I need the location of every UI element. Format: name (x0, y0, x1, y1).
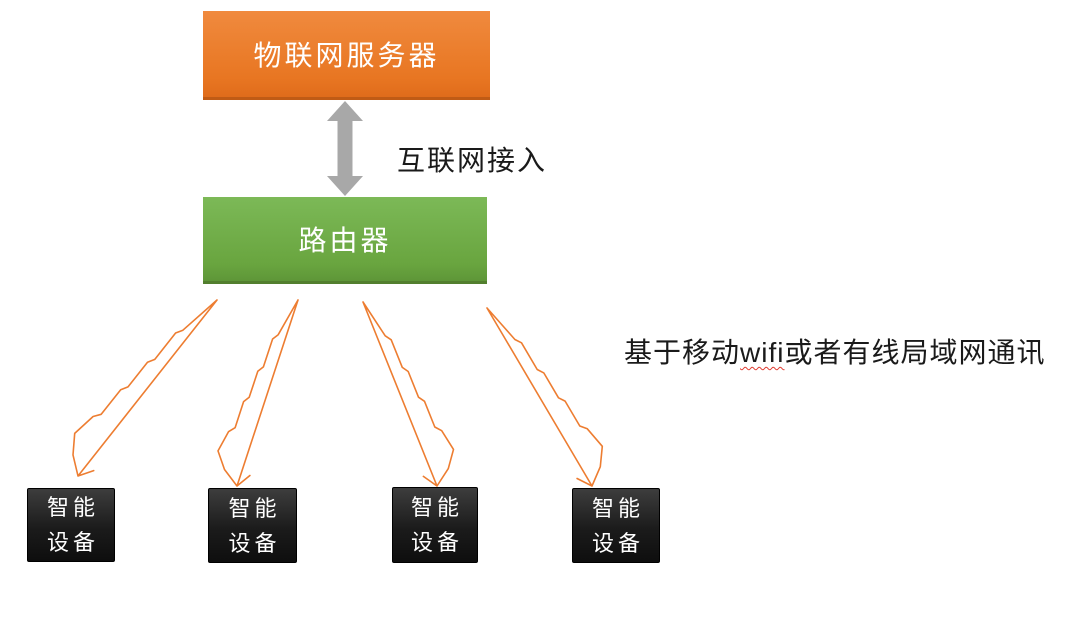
lan-communication-note: 基于移动wifi或者有线局域网通讯 (624, 331, 1045, 371)
smart-device-3-label-line1: 智能 (410, 495, 463, 520)
internet-updown-arrow-icon (327, 101, 363, 196)
smart-device-2-label-line2: 设备 (228, 530, 281, 556)
internet-access-label: 互联网接入 (397, 145, 548, 176)
smart-device-box-4: 智能 设备 (572, 488, 660, 563)
router-box: 路由器 (203, 197, 487, 284)
lan-note-wifi-word: wifi (740, 337, 785, 368)
lightning-connector-2-icon (217, 299, 299, 487)
lightning-connector-1-icon (72, 299, 218, 477)
smart-device-4-label-line2: 设备 (591, 530, 644, 556)
smart-device-2-label-line1: 智能 (228, 495, 281, 521)
smart-device-3-label-line2: 设备 (410, 530, 463, 555)
smart-device-4-label-line1: 智能 (591, 495, 644, 521)
lan-note-suffix: 或者有线局域网通讯 (784, 337, 1046, 368)
router-label: 路由器 (298, 225, 392, 256)
smart-device-1-label-line2: 设备 (46, 530, 99, 555)
smart-device-box-2: 智能 设备 (208, 488, 297, 563)
lan-note-prefix: 基于移动 (624, 337, 741, 368)
smart-device-box-3: 智能 设备 (392, 487, 478, 563)
iot-server-box: 物联网服务器 (203, 11, 490, 100)
lightning-connector-4-icon (486, 307, 604, 487)
lightning-connector-3-icon (362, 301, 455, 487)
smart-device-box-1: 智能 设备 (27, 488, 115, 562)
iot-server-label: 物联网服务器 (253, 40, 440, 71)
smart-device-1-label-line1: 智能 (46, 495, 99, 520)
